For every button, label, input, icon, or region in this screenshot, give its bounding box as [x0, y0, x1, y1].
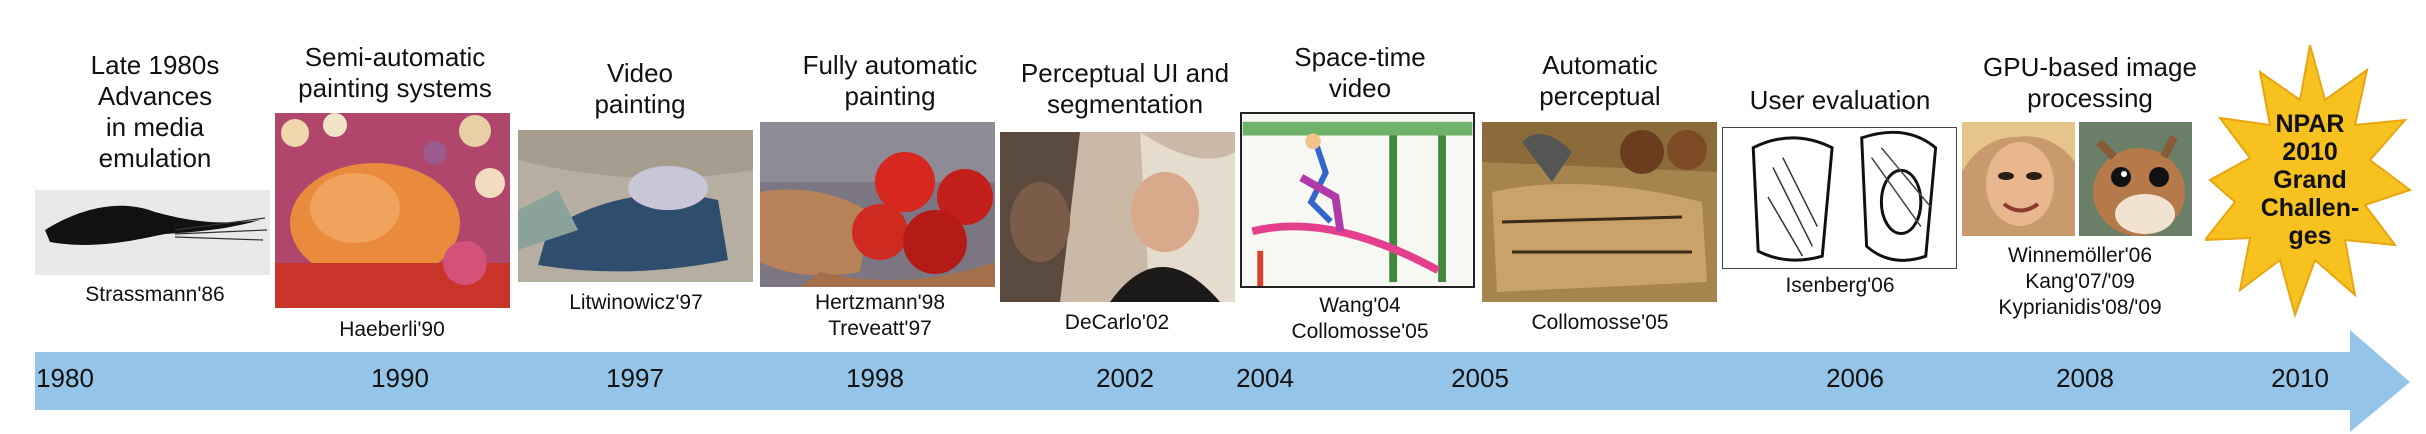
event-citation: Haeberli'90 — [339, 318, 445, 341]
event-citation: Strassmann'86 — [85, 283, 225, 306]
npar-star-badge — [2205, 30, 2415, 330]
npar-grand-challenges-label: NPAR 2010 Grand Challen- ges — [2260, 110, 2360, 250]
segmentation-image — [1000, 132, 1235, 302]
year-label: 2010 — [2271, 363, 2329, 393]
perceptual-image — [1482, 122, 1717, 302]
event-citation: DeCarlo'02 — [1064, 311, 1170, 334]
event-title: Perceptual UI and segmentation — [1020, 58, 1230, 119]
event-title: Late 1980s Advances in media emulation — [90, 50, 220, 173]
event-citation: Isenberg'06 — [1785, 274, 1895, 297]
event-title: Video painting — [594, 58, 686, 119]
event-title: Automatic perceptual — [1539, 50, 1661, 111]
event-citation: Winnemöller'06 Kang'07/'09 Kyprianidis'0… — [1998, 244, 2162, 319]
year-label: 1980 — [36, 363, 94, 393]
video-painting-image — [518, 130, 753, 282]
event-citation: Collomosse'05 — [1531, 311, 1669, 334]
event-citation: Hertzmann'98 Treveatt'97 — [814, 291, 946, 340]
year-label: 2006 — [1826, 363, 1884, 393]
media-emulation-image — [35, 190, 270, 275]
event-citation: Wang'04 Collomosse'05 — [1291, 294, 1429, 343]
space-time-video-image — [1240, 112, 1475, 288]
year-label: 1997 — [606, 363, 664, 393]
portrait-image — [1962, 122, 2075, 236]
year-label: 2005 — [1451, 363, 1509, 393]
event-title: GPU-based image processing — [1983, 52, 2197, 113]
event-citation: Litwinowicz'97 — [569, 291, 703, 314]
year-label: 2008 — [2056, 363, 2114, 393]
year-label: 2002 — [1096, 363, 1154, 393]
event-title: Semi-automatic painting systems — [298, 42, 492, 103]
year-label: 2004 — [1236, 363, 1294, 393]
automatic-painting-image — [760, 122, 995, 287]
year-label: 1998 — [846, 363, 904, 393]
event-title: User evaluation — [1749, 85, 1931, 115]
event-title: Fully automatic painting — [802, 50, 978, 111]
user-evaluation-image — [1722, 127, 1957, 269]
event-title: Space-time video — [1294, 42, 1426, 103]
squirrel-image — [2079, 122, 2192, 236]
painting-image — [275, 113, 510, 308]
year-label: 1990 — [371, 363, 429, 393]
